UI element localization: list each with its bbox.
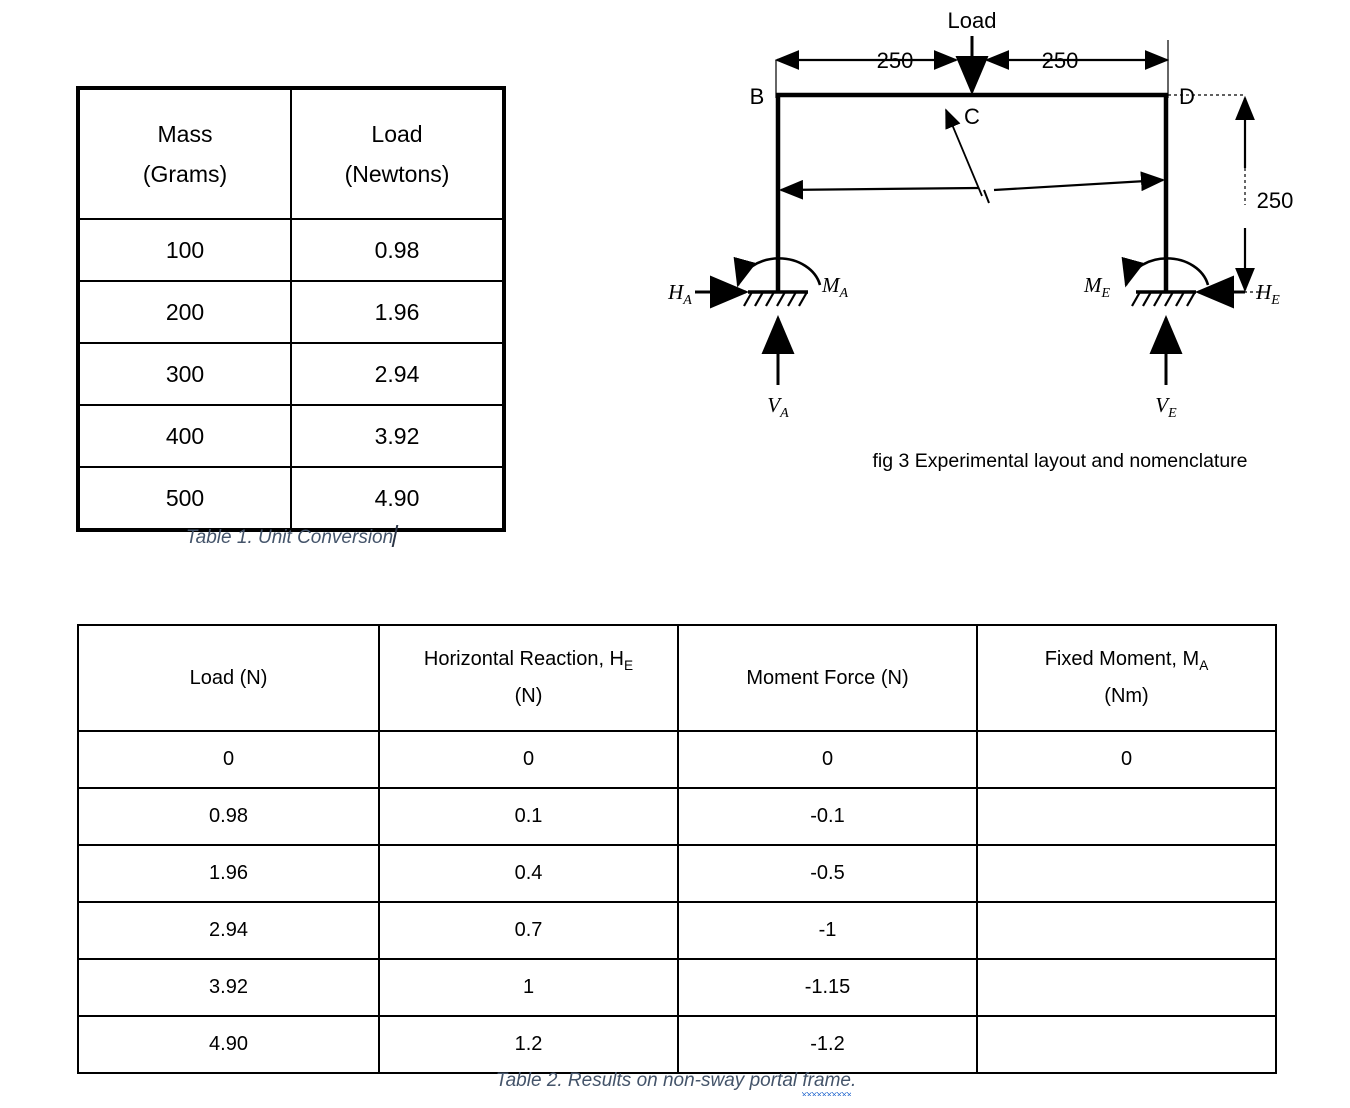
cell-load: 4.90	[290, 466, 504, 530]
table2-header-load: Load (N)	[77, 624, 380, 732]
dimension-label-span-right: 250	[1042, 48, 1079, 73]
cell-moment: -1	[677, 901, 978, 960]
header-line2: (Nm)	[1104, 685, 1149, 708]
header-line2: (N)	[514, 685, 543, 708]
cell-mass: 200	[78, 280, 292, 344]
unit-conversion-table: Mass (Grams) Load (Newtons) 100 0.98 200…	[76, 86, 506, 532]
table-row: 3.92 1 -1.15	[77, 958, 1277, 1017]
header-line2: (Grams)	[142, 161, 228, 187]
cell-moment: 0	[677, 730, 978, 789]
table2-caption-tail: .	[850, 1070, 857, 1091]
reaction-label-ha: HA	[667, 280, 692, 308]
cell-ma	[976, 958, 1277, 1017]
moment-label-ma: MA	[821, 273, 849, 301]
support-hatching-right	[1131, 291, 1196, 307]
cell-mass: 300	[78, 342, 292, 406]
table-row: 500 4.90	[78, 466, 504, 530]
node-label-d: D	[1179, 84, 1195, 109]
load-label: Load	[948, 8, 997, 33]
support-hatching-left	[743, 291, 808, 307]
header-subscript: E	[624, 657, 634, 673]
table-row: 2.94 0.7 -1	[77, 901, 1277, 960]
dimension-label-height: 250	[1257, 188, 1294, 213]
table2-caption: Table 2. Results on non-sway portal fram…	[77, 1070, 1275, 1096]
cell-ma: 0	[976, 730, 1277, 789]
cell-moment: -0.5	[677, 844, 978, 903]
cell-load: 2.94	[290, 342, 504, 406]
cell-load: 3.92	[77, 958, 380, 1017]
cell-moment: -1.15	[677, 958, 978, 1017]
cell-load: 1.96	[290, 280, 504, 344]
cell-ma	[976, 1015, 1277, 1074]
table2-header-moment-force: Moment Force (N)	[677, 624, 978, 732]
cell-ma	[976, 787, 1277, 846]
header-line1: Mass	[157, 120, 213, 147]
table1-caption: Table 1. Unit Conversion	[76, 525, 506, 549]
portal-frame-diagram: 250 250 Load B C D 250	[660, 0, 1320, 430]
table1-header-mass: Mass (Grams)	[78, 88, 292, 220]
cell-load: 4.90	[77, 1015, 380, 1074]
table2-header-horizontal-reaction: Horizontal Reaction, HE (N)	[378, 624, 679, 732]
header-subscript: A	[1199, 657, 1209, 673]
cell-he: 1	[378, 958, 679, 1017]
table-row: 200 1.96	[78, 280, 504, 344]
table2-header-fixed-moment: Fixed Moment, MA (Nm)	[976, 624, 1277, 732]
node-label-c: C	[964, 104, 980, 129]
table-header-row: Load (N) Horizontal Reaction, HE (N) Mom…	[77, 624, 1277, 732]
table-header-row: Mass (Grams) Load (Newtons)	[78, 88, 504, 220]
table-row: 1.96 0.4 -0.5	[77, 844, 1277, 903]
header-line1: Moment Force (N)	[746, 666, 909, 689]
cell-he: 0.1	[378, 787, 679, 846]
table2-caption-text: Table 2. Results on non-sway portal	[495, 1070, 803, 1091]
cell-mass: 500	[78, 466, 292, 530]
table-row: 4.90 1.2 -1.2	[77, 1015, 1277, 1074]
header-line1: Load	[371, 120, 423, 147]
cell-moment: -0.1	[677, 787, 978, 846]
table1-caption-text: Table 1. Unit Conversion	[185, 527, 394, 548]
header-line1: Horizontal Reaction, HE	[423, 647, 634, 673]
cell-he: 0	[378, 730, 679, 789]
node-label-b: B	[750, 84, 765, 109]
spellcheck-underlined-word[interactable]: frame	[802, 1070, 851, 1096]
frame-diagram-svg: 250 250 Load B C D 250	[667, 8, 1294, 421]
table-row: 300 2.94	[78, 342, 504, 406]
cell-load: 2.94	[77, 901, 380, 960]
cell-ma	[976, 844, 1277, 903]
reaction-label-he: HE	[1255, 280, 1280, 308]
reaction-label-ve: VE	[1155, 393, 1177, 421]
table2: Load (N) Horizontal Reaction, HE (N) Mom…	[77, 624, 1277, 1074]
table1: Mass (Grams) Load (Newtons) 100 0.98 200…	[76, 86, 506, 532]
cell-mass: 100	[78, 218, 292, 282]
table-row: 400 3.92	[78, 404, 504, 468]
moment-label-me: ME	[1083, 273, 1111, 301]
figure3-caption: fig 3 Experimental layout and nomenclatu…	[872, 450, 1248, 472]
cell-moment: -1.2	[677, 1015, 978, 1074]
cell-mass: 400	[78, 404, 292, 468]
table-row: 100 0.98	[78, 218, 504, 282]
cell-load: 0.98	[290, 218, 504, 282]
header-line1: Load (N)	[189, 666, 268, 689]
cell-he: 0.7	[378, 901, 679, 960]
table-row: 0.98 0.1 -0.1	[77, 787, 1277, 846]
cell-load: 0.98	[77, 787, 380, 846]
table-row: 0 0 0 0	[77, 730, 1277, 789]
cell-he: 1.2	[378, 1015, 679, 1074]
cell-he: 0.4	[378, 844, 679, 903]
dimension-label-span-left: 250	[877, 48, 914, 73]
header-line2: (Newtons)	[344, 161, 450, 187]
cell-ma	[976, 901, 1277, 960]
table1-header-load: Load (Newtons)	[290, 88, 504, 220]
cell-load: 0	[77, 730, 380, 789]
reaction-label-va: VA	[767, 393, 789, 421]
header-line1: Fixed Moment, MA	[1044, 647, 1209, 673]
cell-load: 1.96	[77, 844, 380, 903]
cell-load: 3.92	[290, 404, 504, 468]
results-table: Load (N) Horizontal Reaction, HE (N) Mom…	[77, 624, 1277, 1074]
